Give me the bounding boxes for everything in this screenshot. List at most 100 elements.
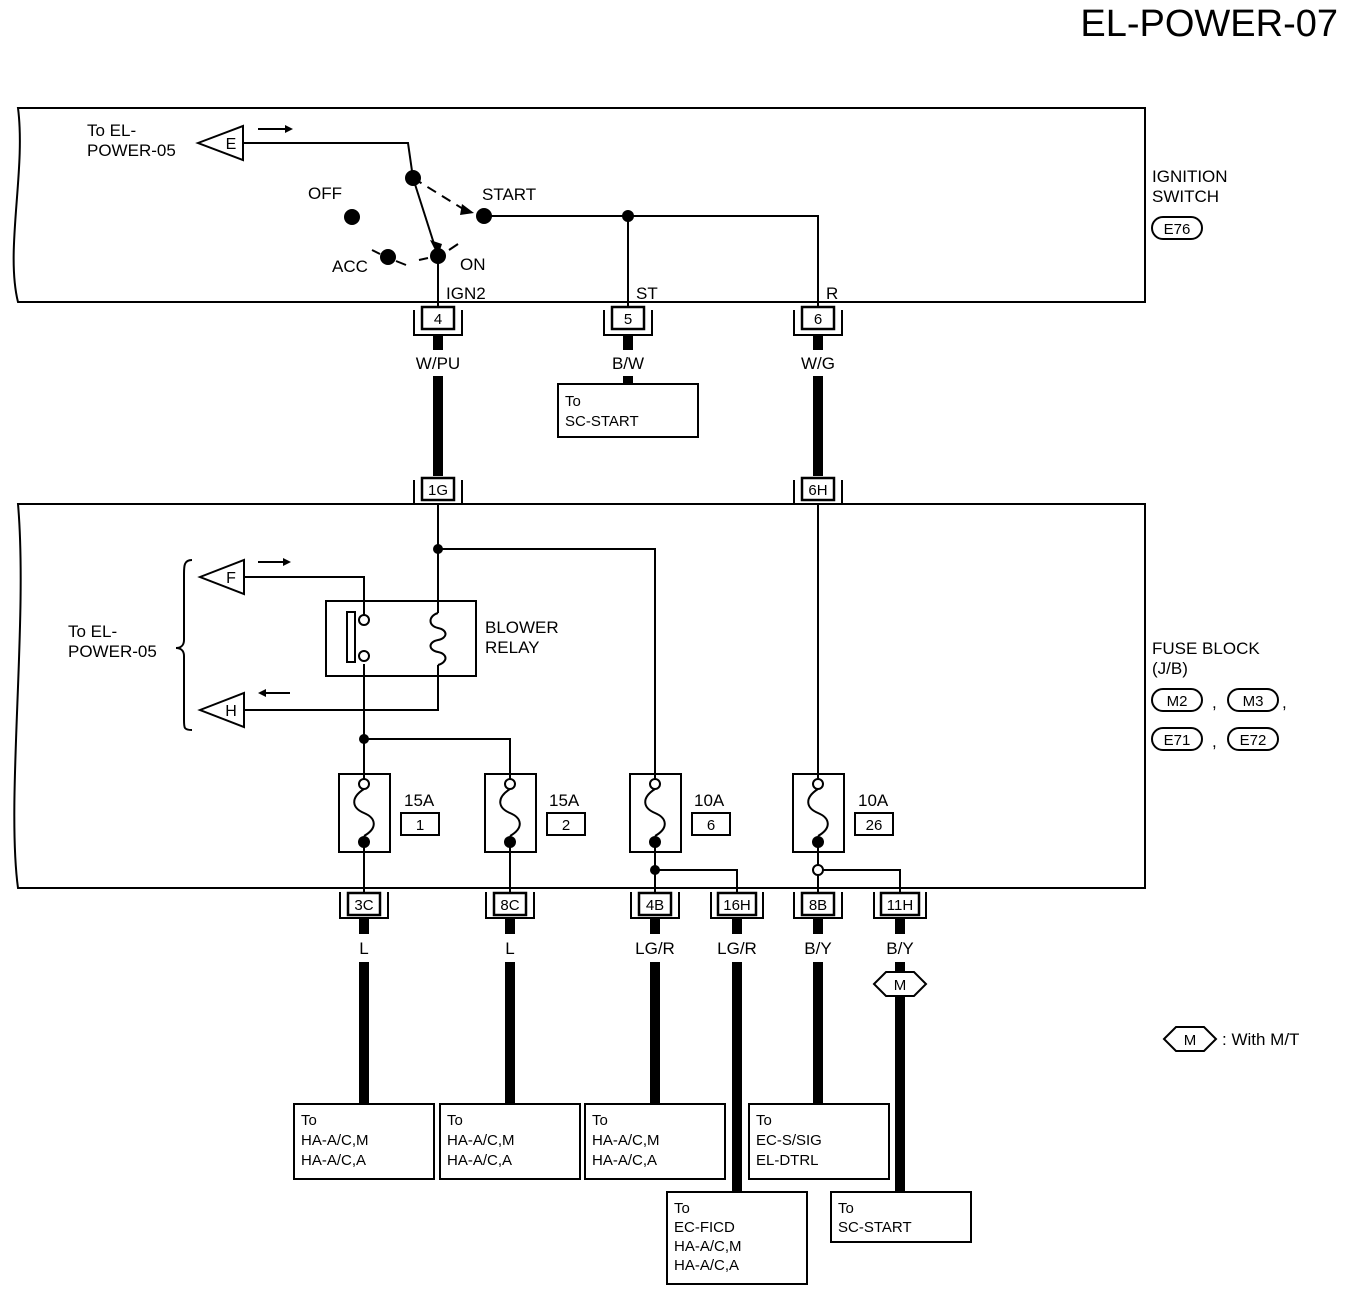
svg-text:HA-A/C,M: HA-A/C,M	[592, 1132, 660, 1149]
ignition-switch-mechanism	[243, 142, 819, 316]
svg-text:,: ,	[1212, 693, 1217, 712]
svg-text:E71: E71	[1164, 732, 1191, 749]
svg-text:HA-A/C,A: HA-A/C,A	[592, 1152, 657, 1169]
pin-6: 6	[793, 305, 843, 336]
svg-text:6: 6	[814, 311, 822, 328]
ref-f-flag: F	[197, 558, 291, 596]
ref-h-flag: H	[197, 689, 290, 729]
svg-text:H: H	[225, 703, 237, 720]
dest-box-4: To EC-FICD HA-A/C,M HA-A/C,A	[666, 1191, 808, 1285]
svg-text:To: To	[674, 1200, 690, 1217]
option-m-symbol: M	[872, 971, 928, 997]
ref-fh-text-2: POWER-05	[68, 642, 157, 661]
svg-text:E76: E76	[1164, 221, 1191, 238]
svg-text:To: To	[838, 1200, 854, 1217]
svg-text:3C: 3C	[354, 897, 373, 914]
fuse-1-amps: 15A	[404, 791, 435, 810]
svg-text:EC-S/SIG: EC-S/SIG	[756, 1132, 822, 1149]
pin-4: 4	[413, 305, 463, 336]
pos-acc: ACC	[332, 257, 368, 276]
pos-start: START	[482, 185, 536, 204]
relay-label-2: RELAY	[485, 638, 540, 657]
svg-text:To: To	[447, 1112, 463, 1129]
output-11h: 11H	[873, 891, 927, 919]
ref-brace	[175, 559, 193, 731]
legend-m: M	[1162, 1026, 1218, 1052]
output-8b: 8B	[793, 891, 843, 919]
terminal-ign2: IGN2	[446, 284, 486, 303]
terminal-r: R	[826, 284, 838, 303]
dest-box-5: To EC-S/SIG EL-DTRL	[748, 1103, 890, 1180]
legend-text: : With M/T	[1222, 1030, 1299, 1049]
svg-text:HA-A/C,A: HA-A/C,A	[301, 1152, 366, 1169]
connector-m2: M2	[1151, 688, 1203, 712]
svg-text:To: To	[756, 1112, 772, 1129]
connector-m3: M3	[1227, 688, 1279, 712]
svg-text:16H: 16H	[723, 897, 751, 914]
svg-text:1: 1	[416, 817, 424, 834]
svg-text:11H: 11H	[887, 897, 913, 914]
fuse-2-number: 2	[546, 812, 586, 836]
fuse-26	[792, 773, 845, 853]
svg-text:HA-A/C,A: HA-A/C,A	[674, 1257, 739, 1274]
fuse-6-amps: 10A	[694, 791, 725, 810]
fuse-2-amps: 15A	[549, 791, 580, 810]
svg-text:To: To	[565, 393, 581, 410]
wire-out-4b: LG/R	[635, 939, 675, 958]
svg-text:SC-START: SC-START	[565, 413, 639, 430]
fuse-block-name: FUSE BLOCK	[1152, 639, 1260, 658]
wire-w-g: W/G	[801, 354, 835, 373]
svg-text:5: 5	[624, 311, 632, 328]
svg-text:,: ,	[1212, 732, 1217, 751]
fuse-26-number: 26	[854, 812, 894, 836]
svg-text:6H: 6H	[808, 482, 827, 499]
pos-on: ON	[460, 255, 486, 274]
svg-text:HA-A/C,A: HA-A/C,A	[447, 1152, 512, 1169]
dest-box-3: To HA-A/C,M HA-A/C,A	[584, 1103, 726, 1180]
ignition-switch-name-2: SWITCH	[1152, 187, 1219, 206]
svg-text:EL-DTRL: EL-DTRL	[756, 1152, 819, 1169]
svg-text:4: 4	[434, 311, 442, 328]
pin-5: 5	[603, 305, 653, 336]
ref-e-text: To EL-	[87, 121, 136, 140]
fuse-6-number: 6	[691, 812, 731, 836]
relay-label: BLOWER	[485, 618, 559, 637]
svg-text:SC-START: SC-START	[838, 1219, 912, 1236]
wire-out-16h: LG/R	[717, 939, 757, 958]
svg-text:M: M	[894, 977, 907, 994]
blower-relay	[325, 600, 477, 677]
svg-text:2: 2	[562, 817, 570, 834]
dest-box-1: To HA-A/C,M HA-A/C,A	[293, 1103, 435, 1180]
fuse-block-wiring	[245, 504, 901, 896]
dest-box-6: To SC-START	[830, 1191, 972, 1243]
svg-text:To: To	[301, 1112, 317, 1129]
svg-text:M: M	[1184, 1032, 1197, 1049]
output-16h: 16H	[710, 891, 764, 919]
svg-text:E: E	[226, 136, 237, 153]
fuse-1-number: 1	[400, 812, 440, 836]
pos-off: OFF	[308, 184, 342, 203]
svg-text:HA-A/C,M: HA-A/C,M	[674, 1238, 742, 1255]
svg-text:8B: 8B	[809, 897, 827, 914]
connector-e72: E72	[1227, 727, 1279, 751]
fuse-1	[338, 773, 391, 853]
wire-out-3c: L	[359, 939, 368, 958]
wire-b-w: B/W	[612, 354, 644, 373]
wire-w-pu: W/PU	[416, 354, 460, 373]
fuse-6	[629, 773, 682, 853]
output-3c: 3C	[339, 891, 389, 919]
output-4b: 4B	[630, 891, 680, 919]
svg-text:4B: 4B	[646, 897, 664, 914]
ignition-switch-box	[12, 107, 1146, 303]
input-6h: 6H	[793, 476, 843, 505]
svg-text:26: 26	[866, 817, 883, 834]
input-1g: 1G	[413, 476, 463, 505]
fuse-block-name-2: (J/B)	[1152, 659, 1188, 678]
fuse-26-amps: 10A	[858, 791, 889, 810]
ref-e-text-2: POWER-05	[87, 141, 176, 160]
svg-text:HA-A/C,M: HA-A/C,M	[447, 1132, 515, 1149]
page-title: EL-POWER-07	[1080, 3, 1338, 45]
sc-start-box: To SC-START	[557, 383, 699, 438]
svg-text:EC-FICD: EC-FICD	[674, 1219, 735, 1236]
